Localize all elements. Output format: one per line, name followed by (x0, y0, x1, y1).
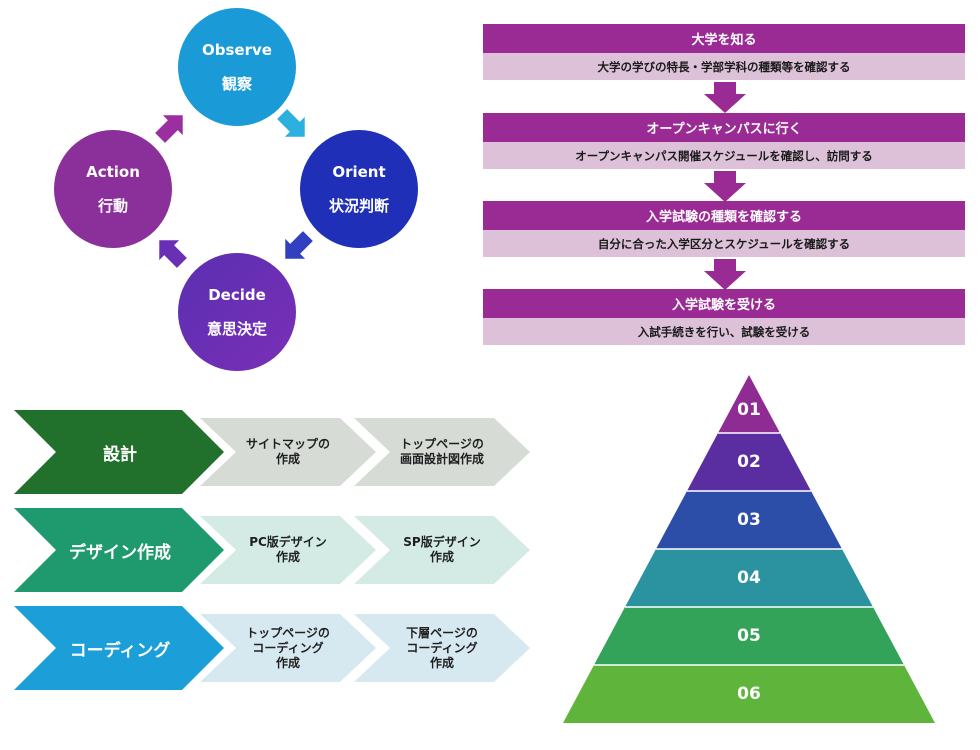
chevron-row2-sub1-line1: PC版デザイン (249, 535, 327, 549)
chevron-row2-sub1-shape (200, 516, 376, 584)
action-label-ja: 行動 (97, 197, 128, 215)
chevron-row2-sub1: PC版デザイン 作成 (226, 516, 350, 584)
cycle-node-action: Action 行動 (54, 130, 172, 248)
chevron-row1-main: 設計 (56, 410, 184, 494)
chevron-row2-main-shape (14, 508, 224, 592)
flow-arrow-1-icon (704, 82, 746, 113)
pyramid-level-02-shape (687, 433, 811, 491)
flow-arrow-3-icon (704, 259, 746, 290)
chevron-row3-sub2-shape (354, 614, 530, 682)
chevron-row2-main-label: デザイン作成 (69, 542, 171, 563)
chevron-row1-main-label: 設計 (103, 444, 137, 465)
observe-label-en: Observe (202, 41, 272, 59)
arrow-decide-action-icon (159, 240, 187, 268)
chevron-row3-sub1-line2: コーディング (252, 640, 324, 655)
step-3-desc: 自分に合った入学区分とスケジュールを確認する (483, 230, 965, 257)
chevron-row3-sub2: 下層ページの コーディング 作成 (380, 614, 504, 682)
pyramid-level-01-shape (718, 375, 780, 433)
pyramid-label-02: 02 (737, 452, 761, 472)
step-4-desc: 入試手続きを行い、試験を受ける (483, 318, 965, 345)
pyramid-label-03: 03 (737, 510, 761, 530)
chevron-row2-sub1-line2: 作成 (275, 550, 300, 564)
pyramid-level-03-shape (656, 491, 842, 549)
arrow-observe-orient-icon (277, 109, 305, 137)
chevron-row1-sub2: トップページの 画面設計図作成 (380, 418, 504, 486)
chevron-row3-main-label: コーディング (69, 640, 171, 661)
chevron-row3-sub2-line1: 下層ページの (406, 625, 478, 640)
cycle-node-decide: Decide 意思決定 (178, 253, 296, 371)
chevron-row1-sub2-line1: トップページの (400, 437, 484, 451)
orient-label-ja: 状況判断 (328, 197, 389, 215)
step-3-title: 入学試験の種類を確認する (483, 201, 965, 230)
arrow-orient-decide-icon (285, 231, 313, 259)
pyramid-level-06-shape (563, 665, 935, 723)
chevron-row1-sub1: サイトマップの 作成 (226, 418, 350, 486)
observe-label-ja: 観察 (221, 75, 252, 93)
chevron-row1-sub1-line1: サイトマップの (245, 437, 330, 451)
pyramid-shapes (563, 375, 935, 723)
arrow-action-observe-icon (155, 115, 183, 143)
chevron-row2-sub2-line2: 作成 (429, 550, 454, 564)
orient-label-en: Orient (332, 163, 386, 181)
chevron-row1-sub1-shape (200, 418, 376, 486)
chevron-shapes (14, 410, 530, 690)
chevron-row3-main: コーディング (44, 606, 196, 690)
chevron-row3-sub2-line2: コーディング (406, 640, 478, 655)
pyramid-level-04-shape (625, 549, 873, 607)
chevron-row2-sub2-shape (354, 516, 530, 584)
chevron-row3-sub2-line3: 作成 (429, 655, 454, 670)
flow-arrow-2-icon (704, 171, 746, 202)
chevron-row2-sub2: SP版デザイン 作成 (380, 516, 504, 584)
pyramid-label-06: 06 (737, 684, 761, 704)
pyramid-label-04: 04 (737, 568, 761, 588)
chevron-row3-sub1-line1: トップページの (246, 625, 330, 640)
chevron-row3-sub1: トップページの コーディング 作成 (226, 614, 350, 682)
step-4-title: 入学試験を受ける (483, 289, 965, 318)
step-1-title: 大学を知る (483, 24, 965, 53)
cycle-node-orient: Orient 状況判断 (300, 130, 418, 248)
pyramid-level-05-shape (594, 607, 904, 665)
chevron-row2-sub2-line1: SP版デザイン (403, 535, 481, 549)
chevron-row1-sub2-shape (354, 418, 530, 486)
chevron-row3-main-shape (14, 606, 224, 690)
decide-label-en: Decide (208, 286, 266, 304)
pyramid-label-05: 05 (737, 626, 761, 646)
chevron-row2-main: デザイン作成 (44, 508, 196, 592)
decide-label-ja: 意思決定 (206, 320, 267, 338)
step-1-desc: 大学の学びの特長・学部学科の種類等を確認する (483, 53, 965, 80)
flow-arrows (704, 82, 746, 290)
chevron-row3-sub1-line3: 作成 (275, 655, 300, 670)
cycle-node-observe: Observe 観察 (178, 8, 296, 126)
step-2-title: オープンキャンパスに行く (483, 113, 965, 142)
action-label-en: Action (86, 163, 140, 181)
cycle-arrows (155, 109, 313, 268)
chevron-row1-main-shape (14, 410, 224, 494)
chevron-row1-sub2-line2: 画面設計図作成 (399, 452, 484, 466)
pyramid-label-01: 01 (737, 400, 761, 420)
chevron-row1-sub1-line2: 作成 (275, 452, 300, 466)
chevron-row3-sub1-shape (200, 614, 376, 682)
step-2-desc: オープンキャンパス開催スケジュールを確認し、訪問する (483, 142, 965, 169)
